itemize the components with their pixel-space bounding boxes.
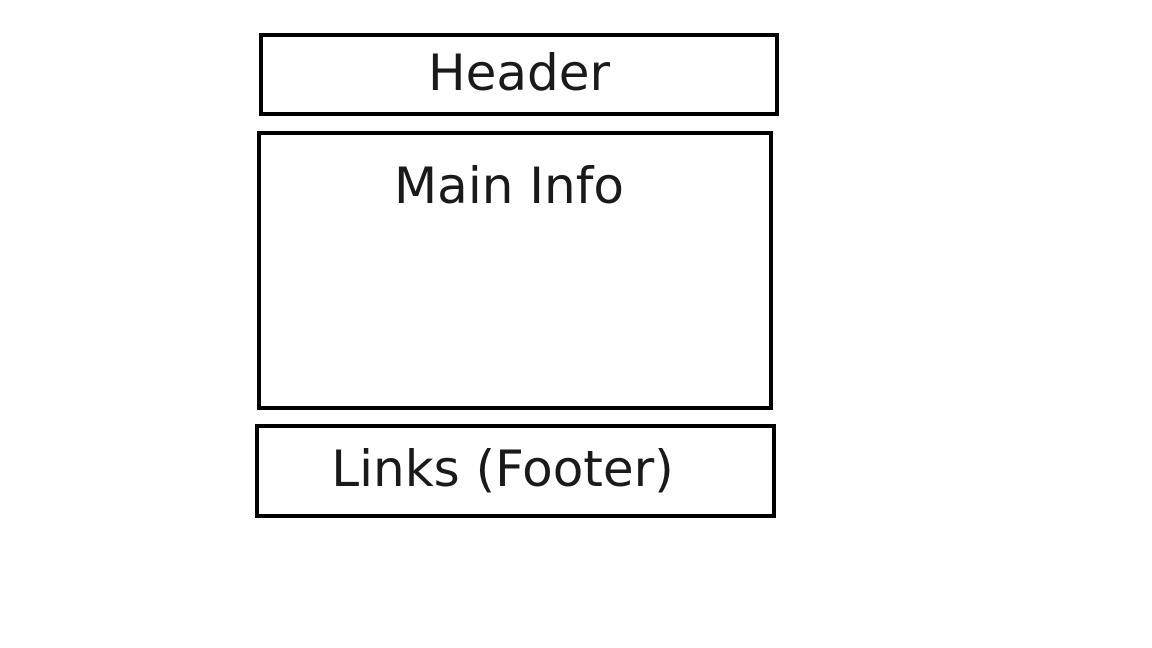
header-box: Header xyxy=(259,33,779,116)
main-info-box: Main Info xyxy=(257,131,773,410)
header-label: Header xyxy=(427,43,611,102)
footer-links-label: Links (Footer) xyxy=(331,440,674,498)
footer-links-box: Links (Footer) xyxy=(255,424,776,518)
main-info-label: Main Info xyxy=(394,157,624,215)
